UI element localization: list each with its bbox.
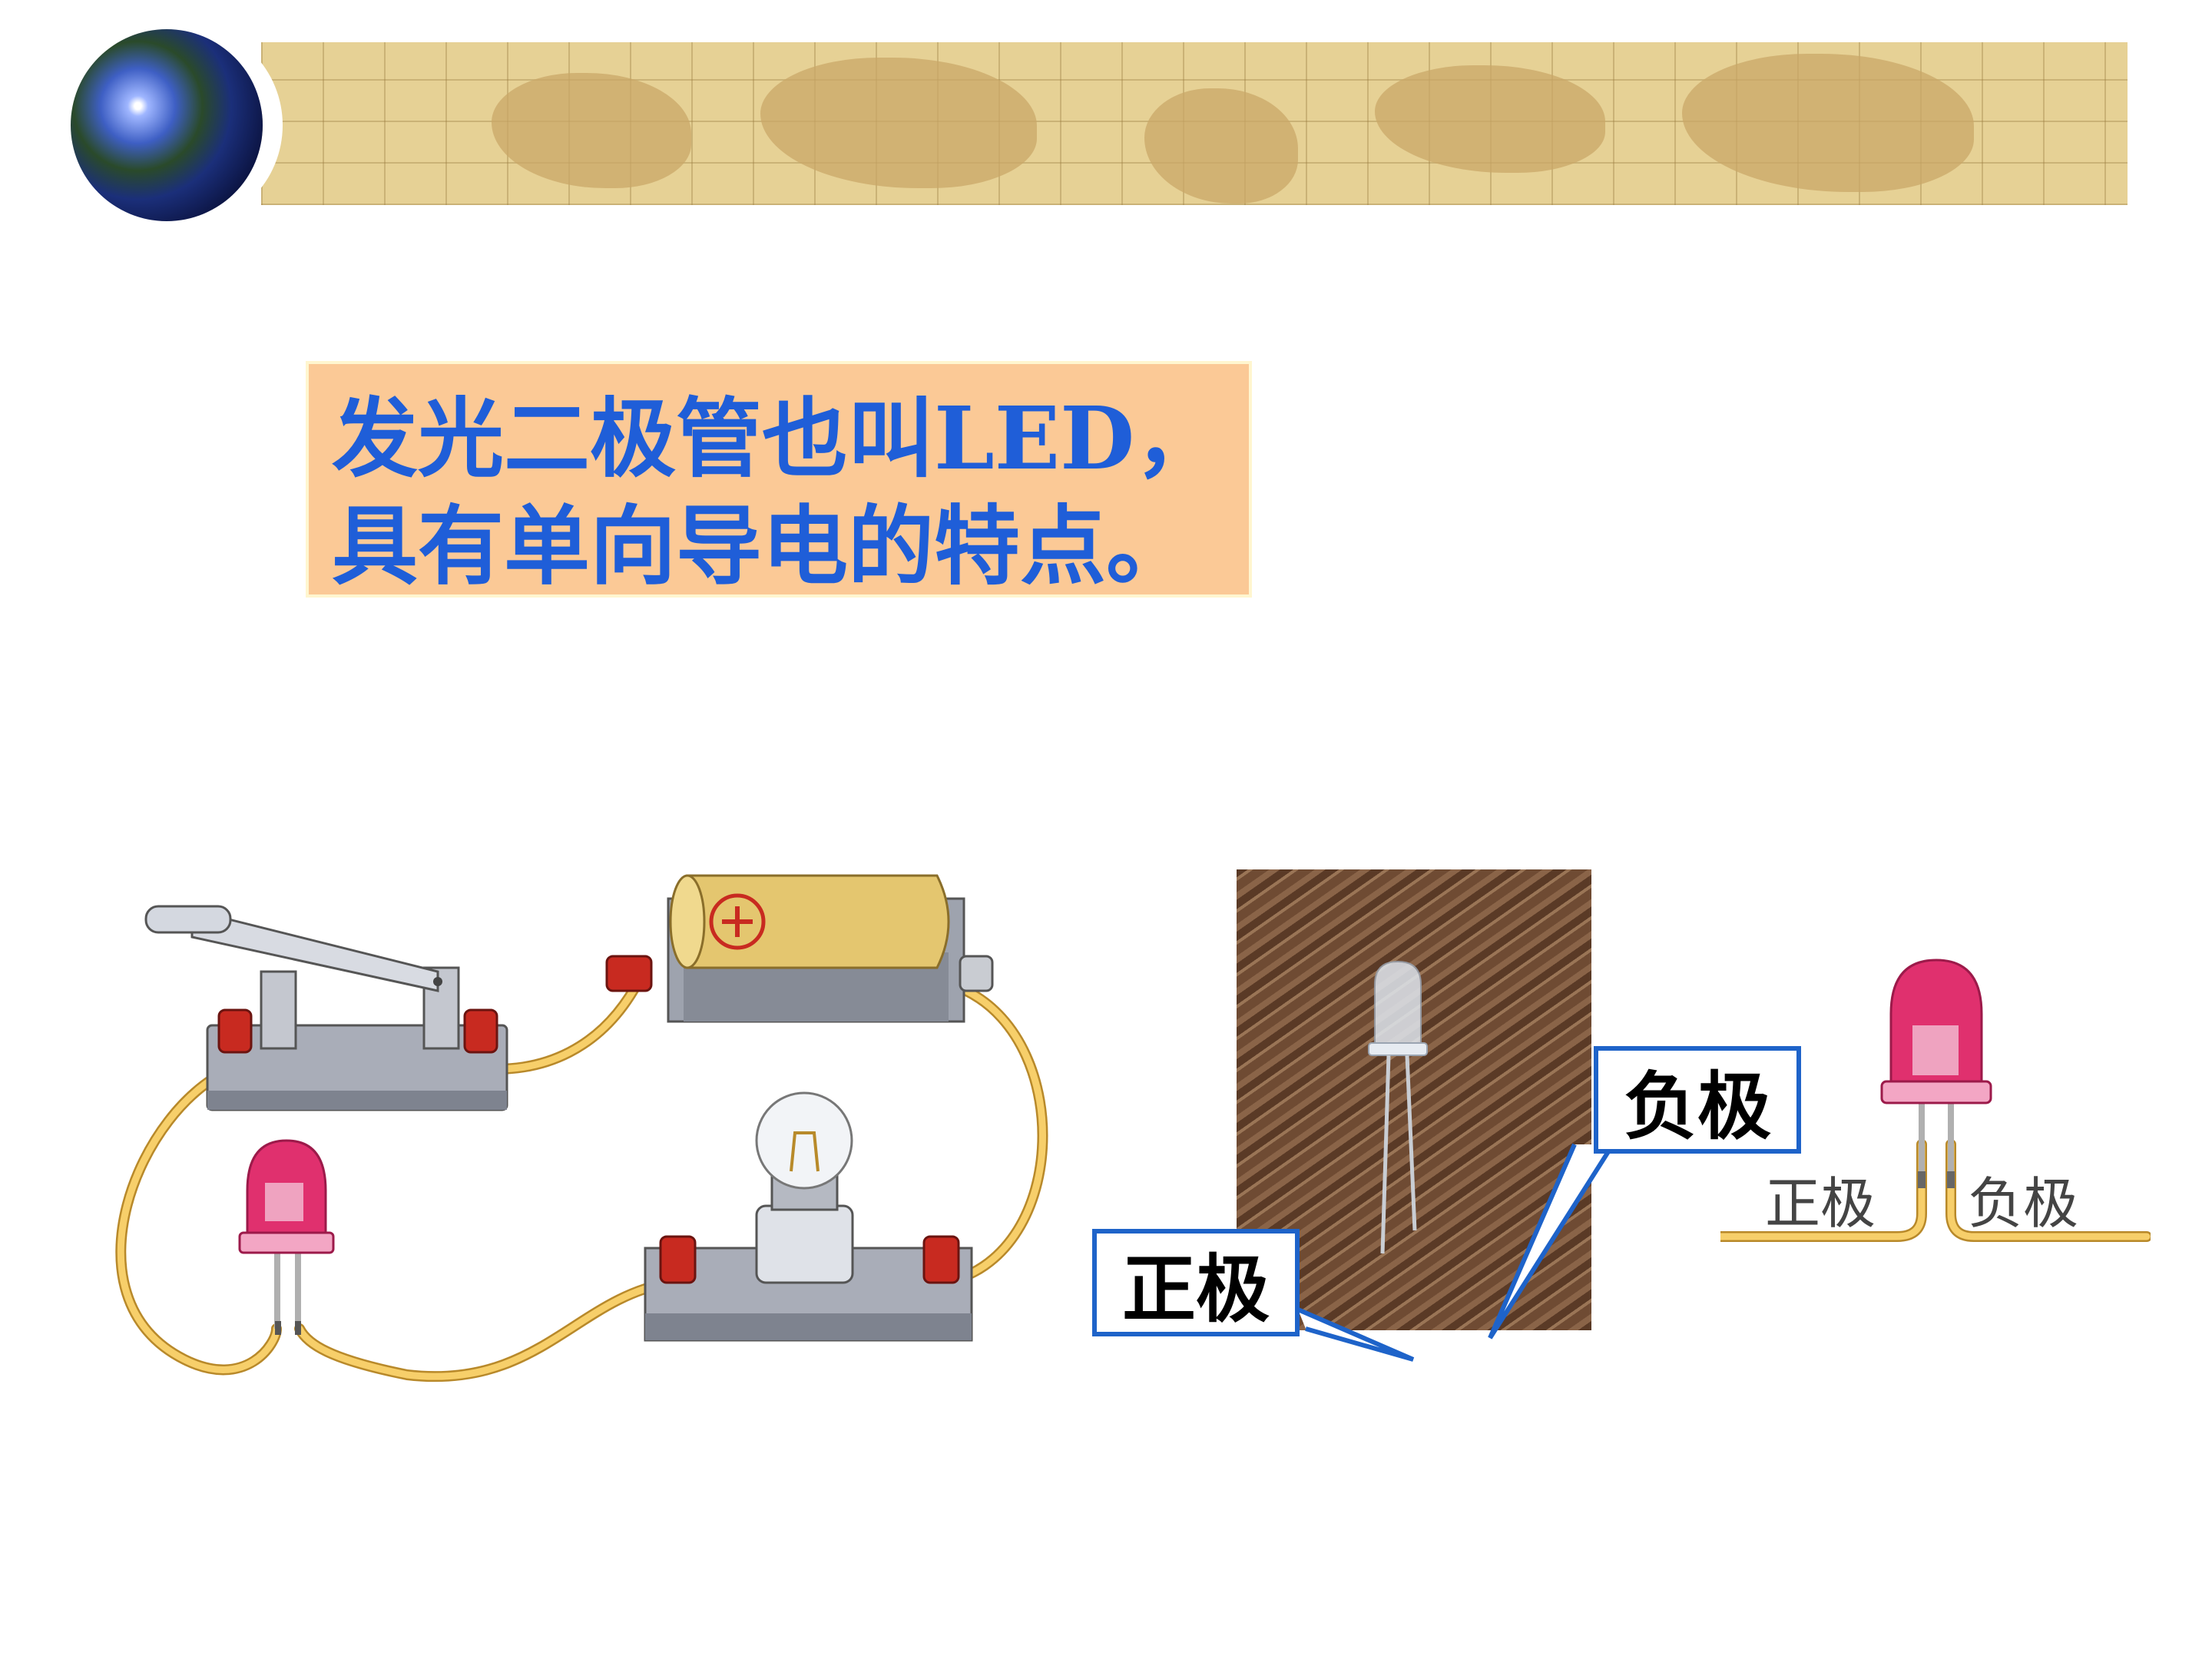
callout-positive: 正极 [1092,1229,1300,1336]
info-text-box: 发光二极管也叫LED， 具有单向导电的特点。 [306,361,1252,598]
led-icon [1880,959,1992,1104]
diagram-positive-label: 正极 [1765,1171,1876,1236]
globe-icon [71,29,263,221]
light-bulb-icon [644,1091,973,1342]
header-world-map-band [261,42,2128,205]
circuit-illustration [115,874,1048,1382]
knife-switch-icon [144,905,508,1111]
callout-negative: 负极 [1594,1046,1801,1154]
battery-icon [605,874,994,1023]
callout-negative-label: 负极 [1624,1063,1771,1150]
info-line-2: 具有单向导电的特点。 [332,496,1192,597]
callout-positive-label: 正极 [1122,1246,1270,1333]
callout-pointers [1296,1307,1415,1362]
callout-pointer-negative [1488,1143,1615,1339]
led-polarity-diagram [1720,959,2151,1242]
led-icon [238,1139,335,1335]
led-photo-icon [1368,960,1428,1254]
info-line-1: 发光二极管也叫LED， [332,389,1221,489]
diagram-negative-label: 负极 [1968,1171,2079,1236]
